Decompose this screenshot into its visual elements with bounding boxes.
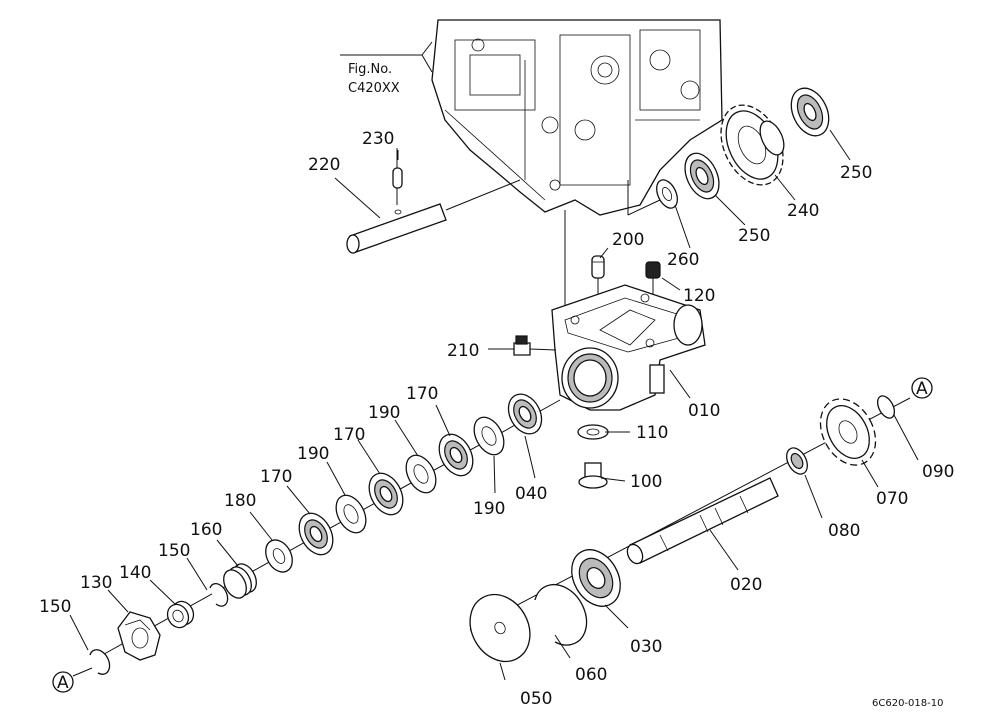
- transmission-case: [431, 19, 723, 216]
- part-040-bearing: [507, 393, 543, 435]
- part-090-ring: [876, 395, 896, 419]
- callout-110: 110: [636, 423, 668, 443]
- callout-240: 240: [787, 201, 819, 221]
- part-100-bolt: [578, 462, 608, 489]
- part-180-plate: [265, 539, 293, 573]
- callout-100: 100: [630, 472, 662, 492]
- part-220-shaft: [334, 177, 521, 254]
- part-070-gear: [819, 398, 877, 466]
- callout-170-c: 170: [260, 467, 292, 487]
- callout-200: 200: [612, 230, 644, 250]
- callout-190-c: 190: [297, 444, 329, 464]
- part-020-shaft: [626, 477, 779, 565]
- part-250-bearing-a: [684, 152, 720, 200]
- callout-150-lower: 150: [39, 597, 71, 617]
- figure-label-line1: Fig.No.: [348, 62, 392, 77]
- part-200-plug: [591, 255, 605, 305]
- part-130-cam: [117, 611, 161, 661]
- document-code: 6C620-018-10: [872, 698, 943, 709]
- callout-230: 230: [362, 129, 394, 149]
- leader-lines: [69, 129, 919, 681]
- callout-120: 120: [683, 286, 715, 306]
- callout-160: 160: [190, 520, 222, 540]
- callout-060: 060: [575, 665, 607, 685]
- ref-marker-a-left: A: [52, 667, 93, 693]
- part-030-bearing: [571, 549, 621, 607]
- part-260-washer: [656, 179, 678, 209]
- part-170-disc-b: [368, 472, 404, 516]
- part-170-disc-a: [438, 433, 474, 477]
- callout-180: 180: [224, 491, 256, 511]
- ref-marker-a-right: A: [911, 377, 933, 399]
- callout-170-b: 170: [333, 425, 365, 445]
- part-150-clip-a: [209, 582, 229, 607]
- callout-090: 090: [922, 462, 954, 482]
- part-050-plate: [469, 593, 531, 663]
- ref-marker-a-right-label: A: [916, 379, 928, 399]
- callout-260: 260: [667, 250, 699, 270]
- part-190-plate-a: [473, 416, 505, 456]
- callout-250-upper: 250: [840, 163, 872, 183]
- part-160-spring: [223, 563, 257, 599]
- figure-reference: Fig.No. C420XX: [340, 41, 433, 96]
- part-150-clip-b: [89, 649, 111, 675]
- callout-labels: 230 220 250 240 250 260 200 120 210 010 …: [39, 129, 954, 709]
- ref-marker-a-left-label: A: [57, 673, 69, 693]
- callout-140: 140: [119, 563, 151, 583]
- part-080-needle-bearing: [786, 447, 808, 475]
- part-240-gear: [720, 104, 785, 186]
- part-120-plug: [645, 261, 661, 310]
- callout-220: 220: [308, 155, 340, 175]
- part-190-plate-b: [405, 454, 437, 494]
- part-210-bolt: [488, 335, 557, 356]
- callout-190-b: 190: [368, 403, 400, 423]
- callout-020: 020: [730, 575, 762, 595]
- part-060-snap-ring: [534, 583, 588, 646]
- callout-150-upper: 150: [158, 541, 190, 561]
- part-010-housing: [551, 284, 706, 411]
- callout-070: 070: [876, 489, 908, 509]
- callout-030: 030: [630, 637, 662, 657]
- callout-040: 040: [515, 484, 547, 504]
- part-230-pin: [392, 148, 403, 205]
- callout-050: 050: [520, 689, 552, 709]
- part-110-washer: [577, 424, 609, 440]
- callout-170-a: 170: [406, 384, 438, 404]
- callout-010: 010: [688, 401, 720, 421]
- callout-130: 130: [80, 573, 112, 593]
- part-190-plate-c: [335, 494, 367, 534]
- part-250-bearing-b: [790, 87, 830, 137]
- part-170-disc-c: [298, 512, 334, 556]
- figure-label-line2: C420XX: [348, 81, 400, 96]
- callout-210: 210: [447, 341, 479, 361]
- callout-250-lower: 250: [738, 226, 770, 246]
- callout-080: 080: [828, 521, 860, 541]
- callout-190-a: 190: [473, 499, 505, 519]
- part-140-collar: [166, 600, 195, 629]
